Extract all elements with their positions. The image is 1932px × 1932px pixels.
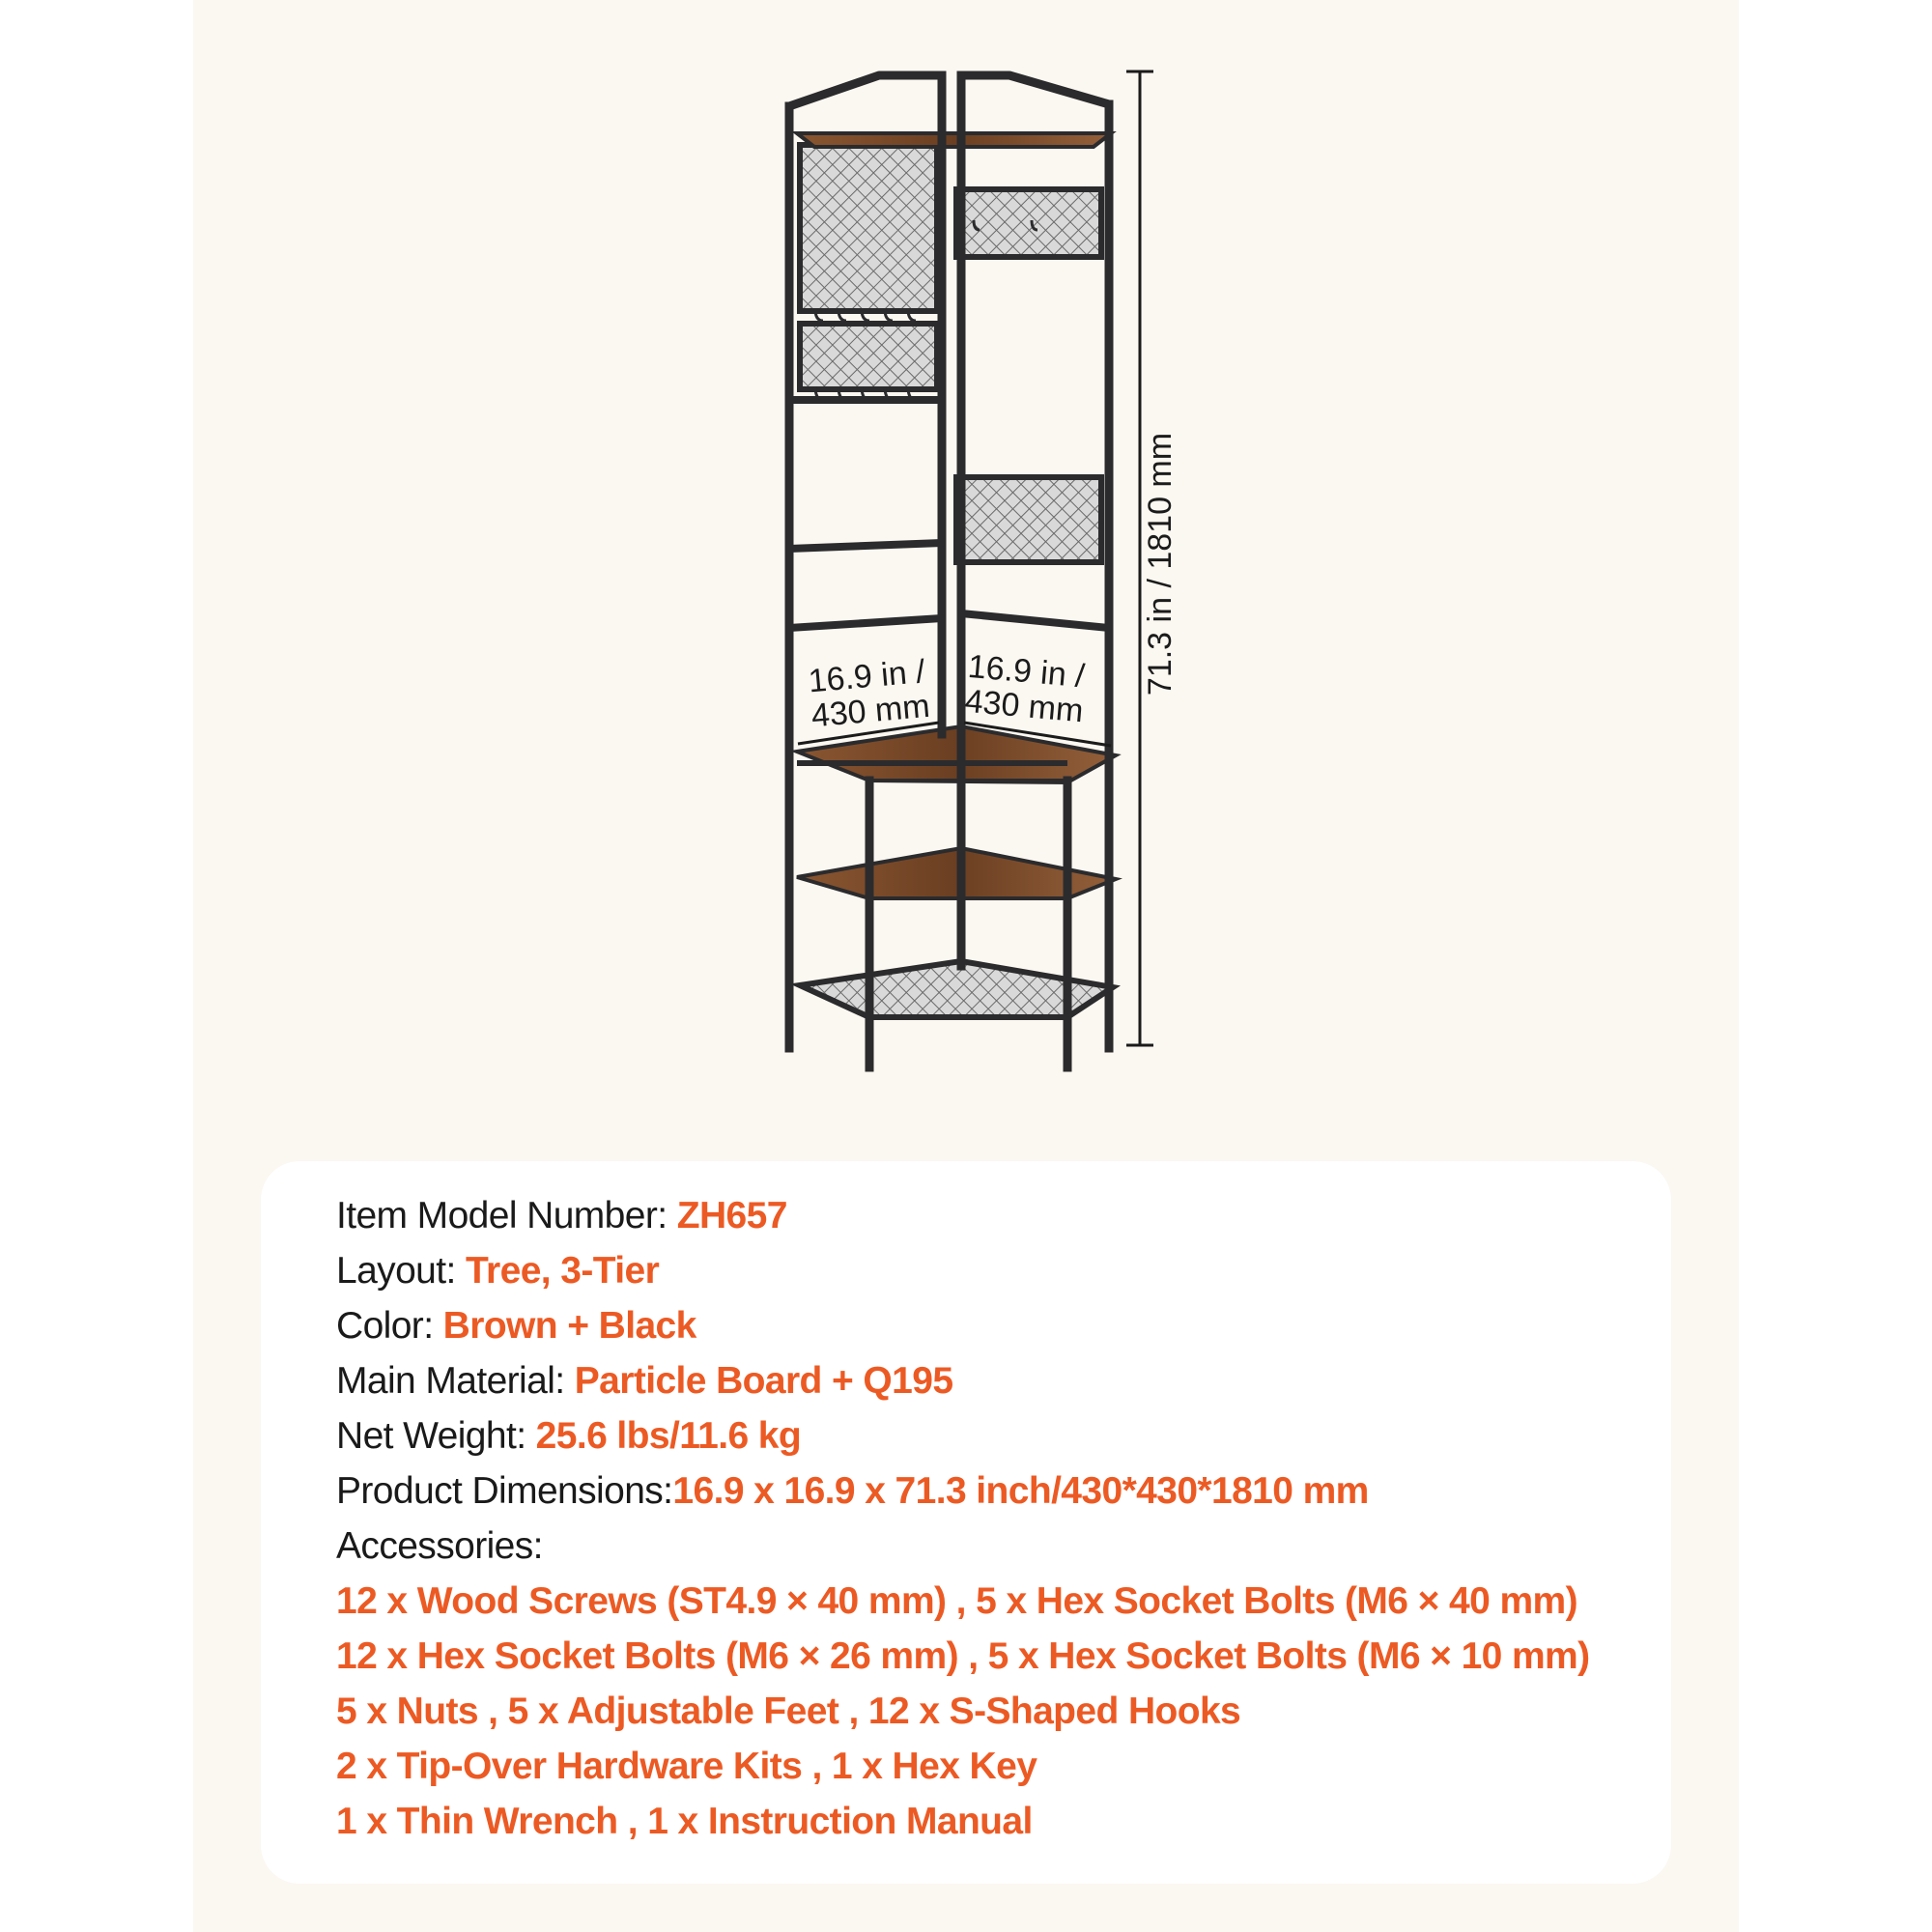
spec-material-value: Particle Board + Q195 — [574, 1360, 953, 1402]
accessory-line: 1 x Thin Wrench , 1 x Instruction Manual — [336, 1801, 1033, 1842]
spec-card — [261, 1161, 1671, 1884]
spec-layout: Layout: Tree, 3-Tier — [336, 1243, 1689, 1298]
spec-material-label: Main Material: — [336, 1360, 575, 1402]
spec-model-value: ZH657 — [676, 1195, 788, 1236]
height-dimension-line — [1126, 70, 1153, 1047]
spec-layout-value: Tree, 3-Tier — [465, 1250, 660, 1292]
spec-model-label: Item Model Number: — [336, 1195, 677, 1236]
product-diagram: 71.3 in / 1810 mm 16.9 in / 430 mm 16.9 … — [193, 0, 1739, 1121]
accessory-line: 12 x Wood Screws (ST4.9 × 40 mm) , 5 x H… — [336, 1580, 1578, 1622]
spec-dimensions-label: Product Dimensions: — [336, 1470, 673, 1512]
spec-dimensions-value: 16.9 x 16.9 x 71.3 inch/430*430*1810 mm — [672, 1470, 1369, 1512]
accessory-line: 2 x Tip-Over Hardware Kits , 1 x Hex Key — [336, 1746, 1037, 1787]
spec-material: Main Material: Particle Board + Q195 — [336, 1353, 1689, 1408]
spec-dimensions: Product Dimensions:16.9 x 16.9 x 71.3 in… — [336, 1463, 1689, 1519]
spec-color-label: Color: — [336, 1305, 443, 1347]
spec-layout-label: Layout: — [336, 1250, 466, 1292]
spec-weight: Net Weight: 25.6 lbs/11.6 kg — [336, 1408, 1689, 1463]
spec-color-value: Brown + Black — [442, 1305, 697, 1347]
spec-color: Color: Brown + Black — [336, 1298, 1689, 1353]
height-dimension-label: 71.3 in / 1810 mm — [1142, 433, 1179, 696]
spec-weight-value: 25.6 lbs/11.6 kg — [535, 1415, 802, 1457]
page-background: 71.3 in / 1810 mm 16.9 in / 430 mm 16.9 … — [193, 0, 1739, 1932]
corner-shelf-illustration: 71.3 in / 1810 mm 16.9 in / 430 mm 16.9 … — [784, 70, 1179, 1072]
width-dimension-lines — [797, 721, 1112, 748]
spec-list: Item Model Number: ZH657 Layout: Tree, 3… — [336, 1188, 1689, 1849]
spec-weight-label: Net Weight: — [336, 1415, 536, 1457]
spec-model: Item Model Number: ZH657 — [336, 1188, 1689, 1243]
spec-accessories-heading: Accessories: — [336, 1525, 543, 1567]
shelf-frame — [784, 71, 1122, 1072]
accessory-line: 12 x Hex Socket Bolts (M6 × 26 mm) , 5 x… — [336, 1635, 1590, 1677]
accessory-line: 5 x Nuts , 5 x Adjustable Feet , 12 x S-… — [336, 1690, 1241, 1732]
